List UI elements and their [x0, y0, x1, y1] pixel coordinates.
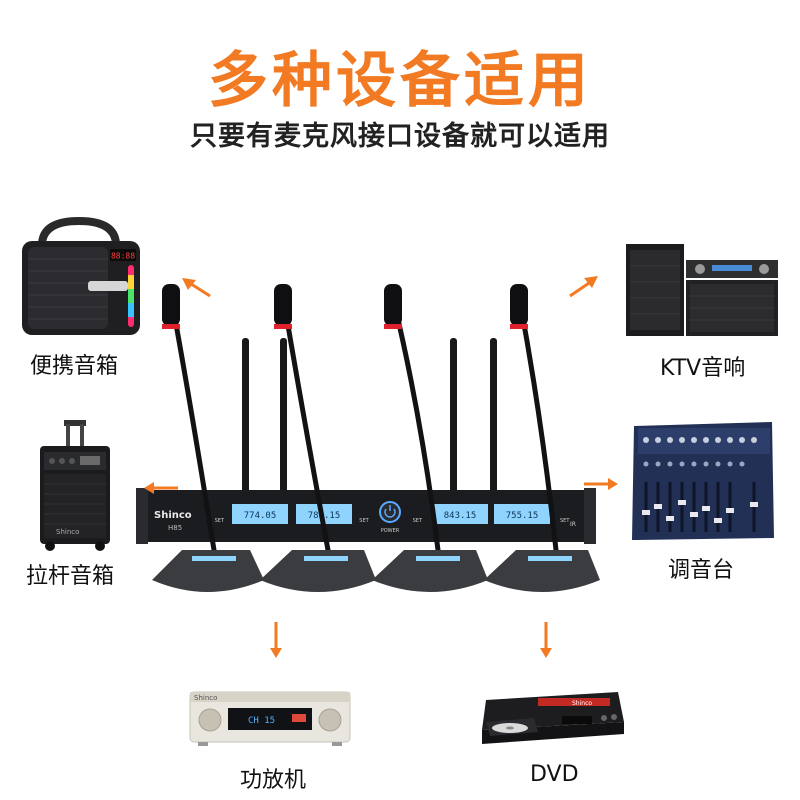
receiver-model-text: H85 — [168, 524, 182, 532]
channel-1-display: 774.05 — [244, 511, 277, 521]
amplifier-label: 功放机 — [240, 768, 307, 793]
receiver-brand-text: Shinco — [154, 510, 192, 521]
channel-3-display: 843.15 — [444, 511, 477, 521]
ir-label: IR — [570, 521, 576, 528]
arrow-to-dvd-icon — [540, 622, 552, 658]
set-label-2: SET — [359, 518, 369, 524]
set-label-1: SET — [215, 518, 225, 524]
ktv-audio-label: KTV音响 — [660, 356, 746, 381]
portable-speaker-image: 88:88 — [22, 216, 140, 335]
dvd-label: DVD — [530, 762, 579, 787]
arrow-to-amplifier-icon — [270, 622, 282, 658]
trolley-brand-text: Shinco — [56, 528, 79, 536]
page-title: 多种设备适用 — [208, 46, 592, 116]
wireless-mic-system-image: Shinco H85 774.05 785.15 843.15 755.15 S… — [136, 284, 600, 592]
dvd-image: Shinco — [482, 692, 624, 744]
page-subtitle: 只要有麦克风接口设备就可以适用 — [190, 121, 610, 152]
trolley-speaker-label: 拉杆音箱 — [26, 564, 115, 589]
svg-text:CH 15: CH 15 — [248, 716, 275, 726]
arrow-to-mixer-icon — [584, 478, 618, 490]
power-label: POWER — [381, 528, 400, 534]
arrow-to-portable-speaker-icon — [182, 278, 211, 298]
mixer-image — [632, 422, 774, 540]
arrow-to-ktv-audio-icon — [569, 276, 598, 298]
amplifier-image: CH 15 Shinco — [189, 691, 351, 746]
dvd-brand-text: Shinco — [572, 700, 592, 707]
mixer-label: 调音台 — [668, 558, 735, 583]
amplifier-brand-text: Shinco — [194, 694, 217, 702]
trolley-speaker-image: Shinco — [40, 420, 110, 551]
portable-speaker-label: 便携音箱 — [30, 354, 119, 379]
set-label-4: SET — [560, 518, 570, 524]
ktv-audio-image — [626, 244, 778, 336]
speaker-screen-text: 88:88 — [111, 252, 135, 261]
set-label-3: SET — [413, 518, 423, 524]
channel-4-display: 755.15 — [506, 511, 539, 521]
arrow-to-trolley-speaker-icon — [144, 482, 178, 494]
